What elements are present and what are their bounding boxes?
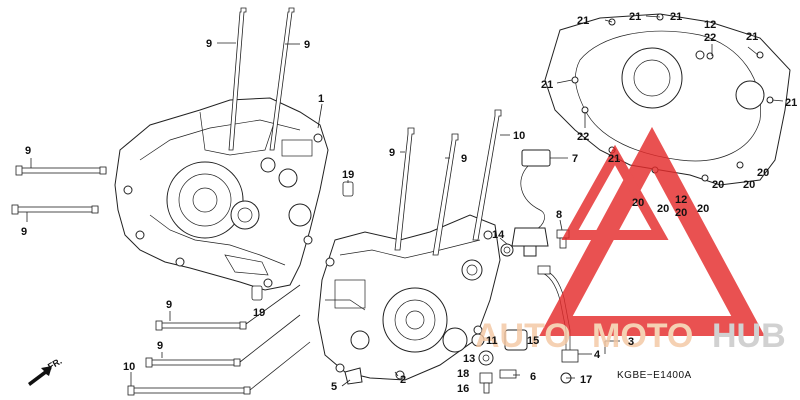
sensor-assembly	[500, 149, 551, 257]
callout: 18	[457, 368, 469, 380]
callout: 9	[304, 39, 310, 51]
front-direction-indicator: FR.	[28, 356, 64, 386]
callout: 9	[25, 145, 31, 157]
callout: 9	[461, 153, 467, 165]
callout: 20	[743, 179, 755, 191]
callout: 21	[670, 11, 682, 23]
left-crankcase-half	[114, 97, 329, 291]
leader-lines	[26, 15, 784, 391]
right-case-studs	[394, 109, 502, 256]
callout: 2	[400, 374, 406, 386]
callout: 4	[594, 349, 601, 361]
callout: 10	[123, 361, 135, 373]
small-fasteners	[344, 329, 579, 394]
callout: 8	[556, 209, 562, 221]
callout: 16	[457, 383, 469, 395]
watermark-text-hub: HUB	[712, 317, 786, 355]
callout: 17	[580, 374, 592, 386]
callout: 9	[206, 38, 212, 50]
left-horizontal-bolts	[11, 165, 107, 215]
callout: 10	[513, 130, 525, 142]
cover-gasket	[544, 13, 791, 186]
callout: 9	[21, 226, 27, 238]
callout: 21	[541, 79, 553, 91]
callout: 20	[632, 197, 644, 209]
callout: 22	[704, 32, 716, 44]
callout: 19	[253, 307, 265, 319]
callout: 20	[675, 207, 687, 219]
watermark-text-moto: MOTO	[592, 317, 693, 355]
callout: 21	[577, 15, 589, 27]
watermark: AUTO MOTO HUB	[475, 126, 786, 355]
callout: 20	[657, 203, 669, 215]
callout: 9	[166, 299, 172, 311]
left-case-studs	[228, 7, 295, 151]
callout: 21	[785, 97, 797, 109]
callout: 9	[389, 147, 395, 159]
callout: 21	[746, 31, 758, 43]
callout: 5	[331, 381, 337, 393]
callout: 1	[318, 93, 324, 105]
callout: 3	[628, 336, 634, 348]
callout-labels: 9 9 1 9 9 19 19 9 9 10 7 14 8 9 9 10 5 2…	[21, 11, 797, 395]
callout: 20	[712, 179, 724, 191]
callout: 15	[527, 335, 539, 347]
callout: 6	[530, 371, 536, 383]
callout: 12	[704, 19, 716, 31]
lower-horizontal-bolts	[127, 320, 251, 396]
callout: 19	[342, 169, 354, 181]
callout: 20	[757, 167, 769, 179]
front-direction-label: FR.	[46, 356, 64, 372]
watermark-text-auto: AUTO	[475, 317, 571, 355]
callout: 7	[572, 153, 578, 165]
callout: 21	[608, 153, 620, 165]
callout: 12	[675, 194, 687, 206]
callout: 9	[157, 340, 163, 352]
callout: 20	[697, 203, 709, 215]
callout: 13	[463, 353, 475, 365]
right-crankcase-half	[317, 214, 501, 381]
diagram-code: KGBE−E1400A	[617, 370, 692, 381]
callout: 21	[629, 11, 641, 23]
callout: 14	[492, 229, 505, 241]
callout: 22	[577, 131, 589, 143]
callout: 11	[486, 335, 498, 347]
